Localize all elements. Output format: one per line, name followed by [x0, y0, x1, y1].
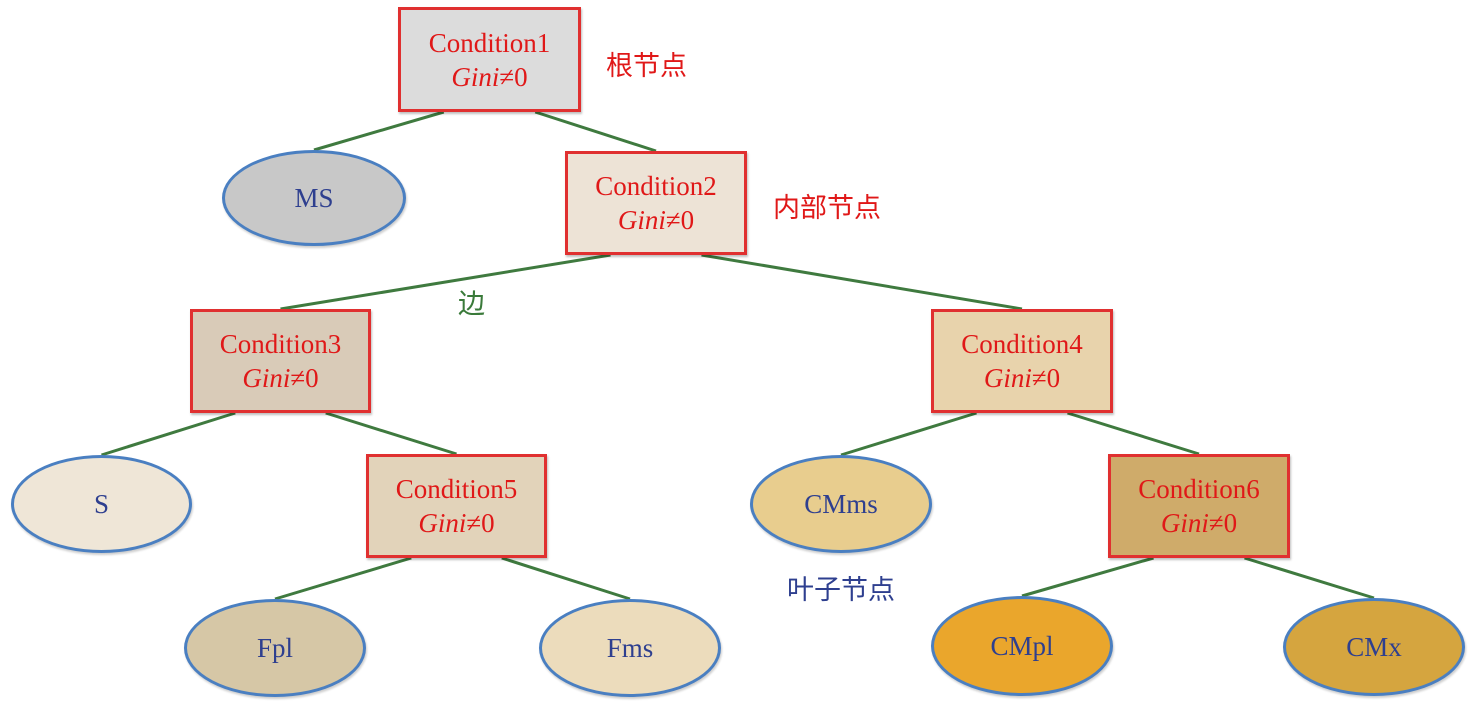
leaf-cmms: CMms [750, 455, 932, 553]
edge-annotation: 边 [458, 289, 485, 320]
condition6-label: Condition6 [1138, 474, 1260, 504]
leaf-node-annotation: 叶子节点 [787, 575, 895, 606]
edge-c3-c5 [325, 411, 457, 456]
leaf-fpl: Fpl [184, 599, 366, 697]
leaf-s-label: S [93, 488, 110, 519]
condition3-label: Condition3 [219, 329, 342, 359]
gini-prefix: Gini [451, 61, 500, 92]
gini-prefix: Gini [1160, 508, 1209, 538]
edge-c2-c3 [280, 253, 611, 311]
leaf-cmx-label: CMx [1346, 631, 1402, 662]
condition5-gini: Gini≠0 [418, 506, 494, 540]
edge-c5-fpl [274, 556, 412, 601]
condition3-node: Condition3 Gini≠0 [190, 309, 371, 413]
internal-node-annotation: 内部节点 [773, 193, 881, 224]
leaf-cmpl: CMpl [931, 596, 1113, 696]
condition6-node: Condition6 Gini≠0 [1108, 454, 1290, 558]
condition5-node: Condition5 Gini≠0 [366, 454, 547, 558]
leaf-ms-label: MS [294, 182, 334, 213]
edge-c4-cmms [840, 411, 977, 457]
leaf-fms-label: Fms [606, 632, 654, 663]
gini-suffix: ≠0 [1031, 363, 1061, 393]
gini-suffix: ≠0 [665, 205, 695, 235]
edge-c4-c6 [1067, 411, 1200, 456]
condition2-gini: Gini≠0 [618, 203, 694, 237]
leaf-s: S [11, 455, 192, 553]
edge-c3-s [101, 411, 236, 457]
condition1-gini: Gini≠0 [451, 60, 527, 94]
leaf-cmx: CMx [1283, 598, 1465, 696]
leaf-ms: MS [222, 150, 406, 246]
root-node-annotation: 根节点 [606, 51, 687, 82]
edge-c6-cmpl [1021, 556, 1154, 598]
condition1-node: Condition1 Gini≠0 [398, 7, 581, 112]
gini-suffix: ≠0 [466, 508, 495, 538]
gini-prefix: Gini [617, 205, 666, 235]
gini-prefix: Gini [983, 363, 1032, 393]
gini-prefix: Gini [418, 508, 467, 538]
gini-suffix: ≠0 [1208, 508, 1238, 538]
condition5-label: Condition5 [395, 474, 518, 504]
leaf-fpl-label: Fpl [256, 632, 294, 663]
edge-c5-fms [501, 556, 631, 601]
leaf-cmms-label: CMms [804, 488, 878, 519]
edge-c6-cmx [1244, 556, 1375, 600]
condition2-label: Condition2 [595, 171, 717, 201]
condition4-label: Condition4 [961, 329, 1083, 359]
edge-c2-c4 [701, 253, 1023, 311]
condition1-label: Condition1 [428, 27, 551, 58]
condition4-node: Condition4 Gini≠0 [931, 309, 1113, 413]
condition2-node: Condition2 Gini≠0 [565, 151, 747, 255]
condition3-gini: Gini≠0 [242, 361, 318, 395]
gini-suffix: ≠0 [290, 363, 319, 393]
condition4-gini: Gini≠0 [984, 361, 1060, 395]
condition6-gini: Gini≠0 [1161, 506, 1237, 540]
leaf-cmpl-label: CMpl [990, 630, 1054, 661]
edge-c1-c2 [534, 110, 657, 153]
gini-prefix: Gini [242, 363, 291, 393]
edge-c1-ms [313, 110, 445, 152]
leaf-fms: Fms [539, 599, 721, 697]
gini-suffix: ≠0 [499, 61, 528, 92]
